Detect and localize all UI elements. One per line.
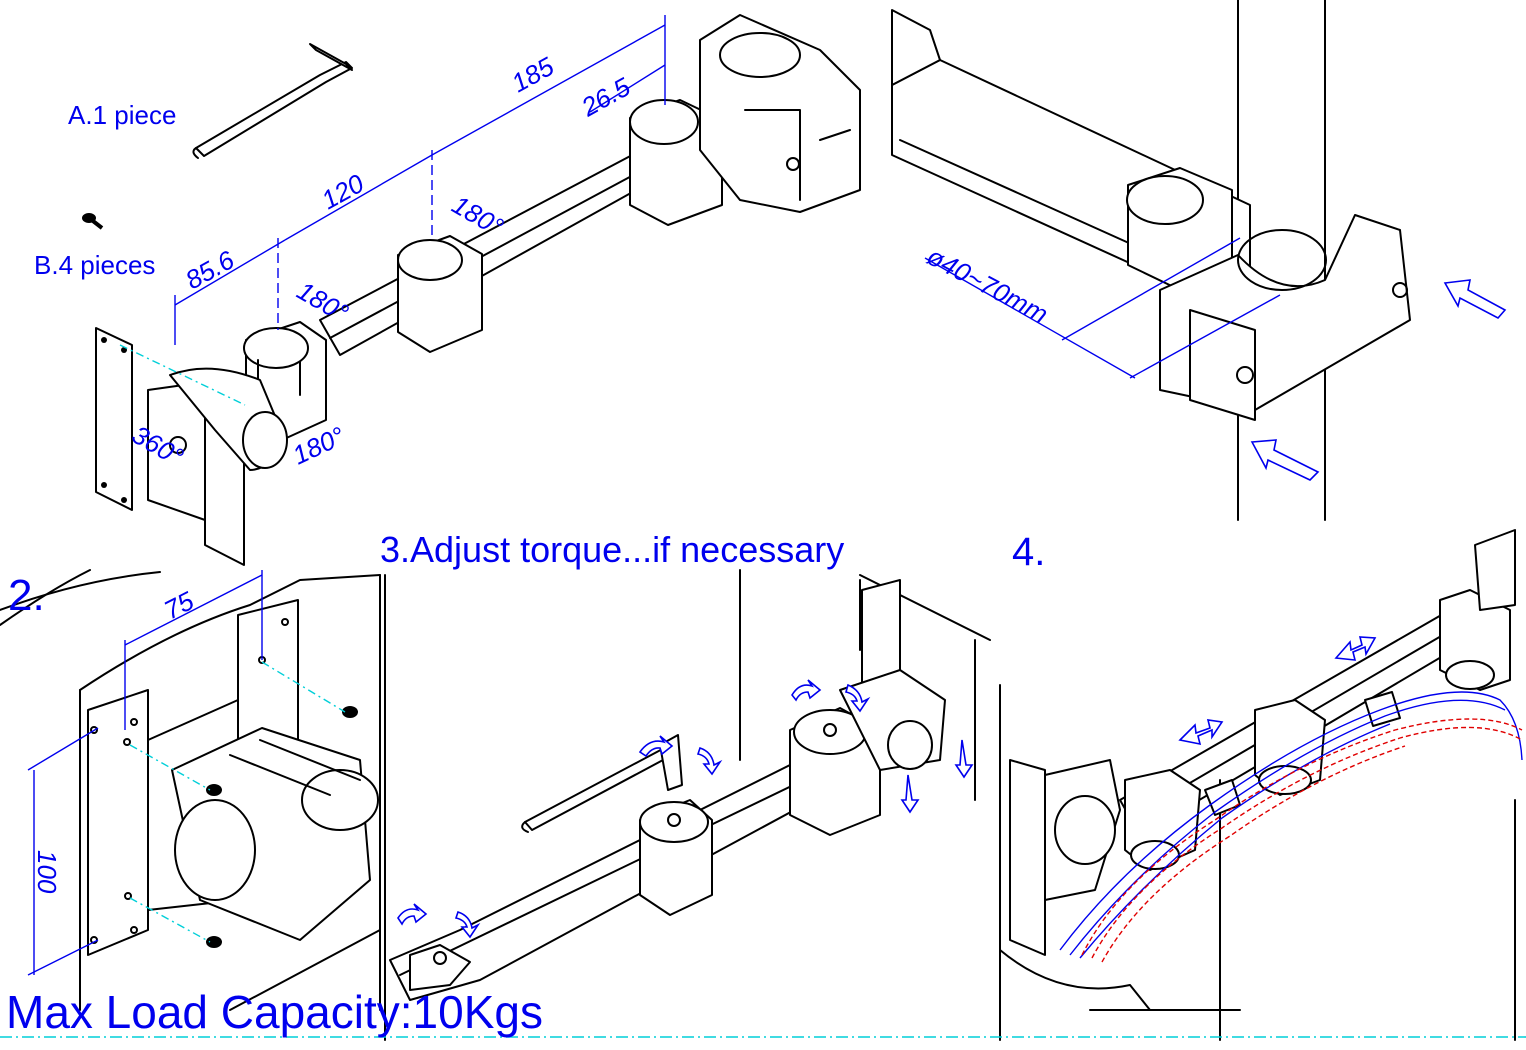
insert-arrow-bottom xyxy=(1250,439,1320,481)
panel-vesa-mount xyxy=(0,569,381,1011)
dim-85-6: 85.6 xyxy=(180,244,239,295)
centerline-vesa xyxy=(119,344,246,406)
max-load-label: Max Load Capacity:10Kgs xyxy=(6,986,543,1038)
pole-clamp xyxy=(699,14,861,213)
cable-slide-arrows xyxy=(1178,636,1377,746)
vesa-plate-1 xyxy=(95,327,288,566)
arm-joint-2 xyxy=(397,235,483,353)
dim-75: 75 xyxy=(159,585,199,625)
dim-185: 185 xyxy=(506,51,559,99)
dim-100: 100 xyxy=(32,850,62,894)
part-a-label: A.1 piece xyxy=(68,100,176,130)
panel-cable-management xyxy=(999,529,1516,1041)
panel-torque-adjust xyxy=(384,569,991,1041)
clamp-dimension xyxy=(924,237,1281,379)
part-b-label: B.4 pieces xyxy=(34,250,155,280)
step-4-label: 4. xyxy=(1012,530,1045,574)
dim-26-5: 26.5 xyxy=(575,71,635,123)
step-3-label: 3.Adjust torque...if necessary xyxy=(380,529,844,570)
hex-key-illustration xyxy=(192,43,353,159)
screw-illustration xyxy=(82,213,104,230)
cable-paths xyxy=(1059,691,1523,963)
panel-clamp-detail xyxy=(891,0,1411,521)
insert-arrow-right xyxy=(1443,279,1507,320)
step-2-label: 2. xyxy=(8,571,45,620)
dim-120: 120 xyxy=(316,168,369,216)
torque-rotation-arrows xyxy=(397,679,974,939)
panel-arm-overview: 185 26.5 120 85.6 180° 180° 180° 360° A.… xyxy=(34,14,861,566)
dim-clamp-range: ø40~70mm xyxy=(922,241,1053,330)
dimension-lines-arm xyxy=(174,15,666,345)
vesa-dimension-lines xyxy=(27,570,263,976)
